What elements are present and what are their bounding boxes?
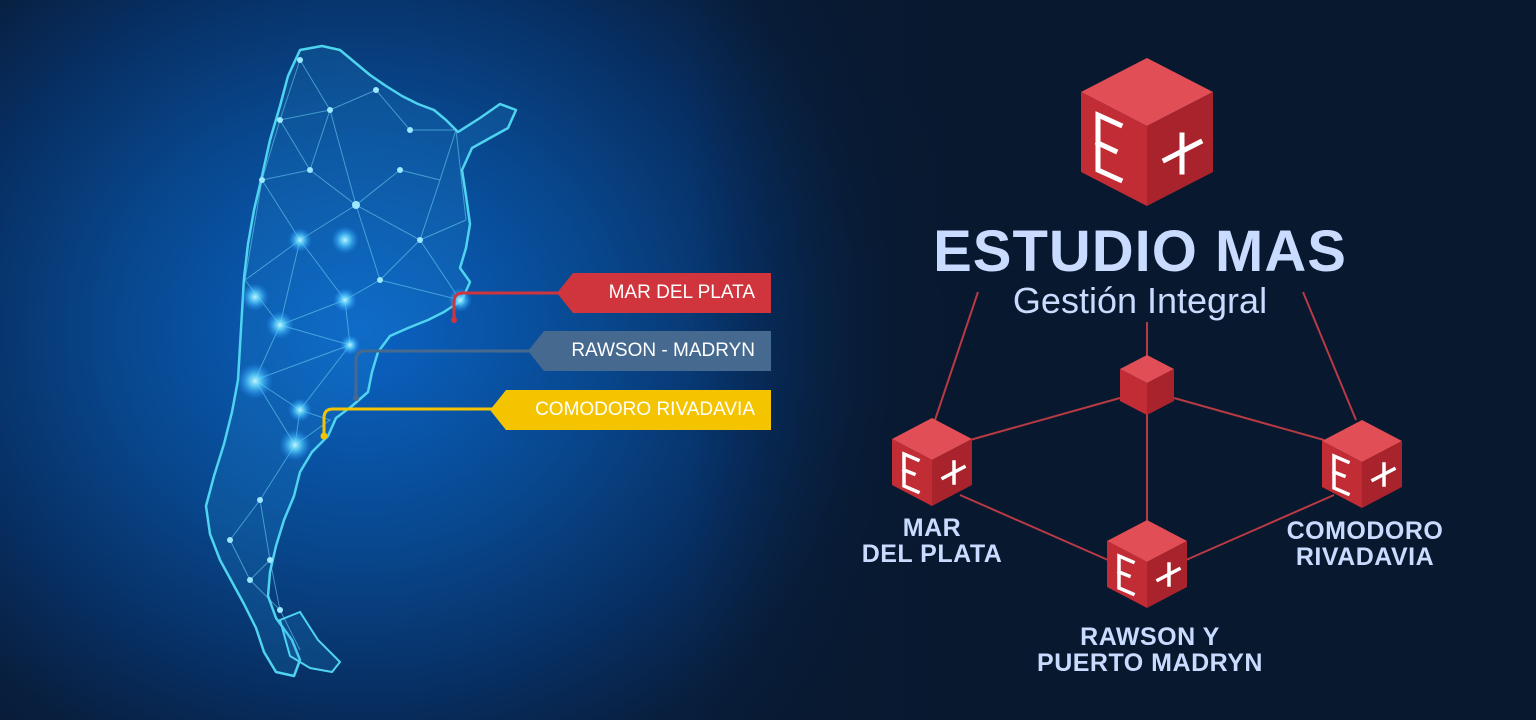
hub-cube <box>1120 355 1174 415</box>
office-label-line: RIVADAVIA <box>1295 543 1435 571</box>
logo-cube <box>1081 58 1213 206</box>
office-label-line: PUERTO MADRYN <box>1037 649 1263 677</box>
cube-comodoro <box>1322 420 1402 508</box>
diagram-links <box>934 291 1357 561</box>
office-label-rawson: RAWSON Y PUERTO MADRYN <box>1010 624 1290 676</box>
map-tierra-del-fuego <box>278 610 342 674</box>
brand-title: ESTUDIO MAS <box>933 219 1347 284</box>
cube-rawson <box>1107 520 1187 608</box>
map-network-nodes <box>227 57 472 613</box>
office-label-line: DEL PLATA <box>861 540 1003 568</box>
office-label-mar-del-plata: MAR DEL PLATA <box>842 515 1022 567</box>
map-outline <box>204 44 518 678</box>
map-tag-comodoro: COMODORO RIVADAVIA <box>490 390 771 430</box>
cube-mar-del-plata <box>892 418 972 506</box>
connector-mar-del-plata <box>452 291 560 320</box>
connector-comodoro <box>322 407 492 436</box>
map-tag-rawson-madryn: RAWSON - MADRYN <box>528 331 771 371</box>
office-label-line: RAWSON Y <box>1080 623 1220 651</box>
office-label-line: COMODORO <box>1286 517 1444 545</box>
brand-subtitle: Gestión Integral <box>1012 280 1268 321</box>
office-label-line: MAR <box>902 514 962 542</box>
connector-rawson-madryn <box>354 349 530 398</box>
map-tag-mar-del-plata: MAR DEL PLATA <box>557 273 771 313</box>
office-label-comodoro: COMODORO RIVADAVIA <box>1262 518 1468 570</box>
